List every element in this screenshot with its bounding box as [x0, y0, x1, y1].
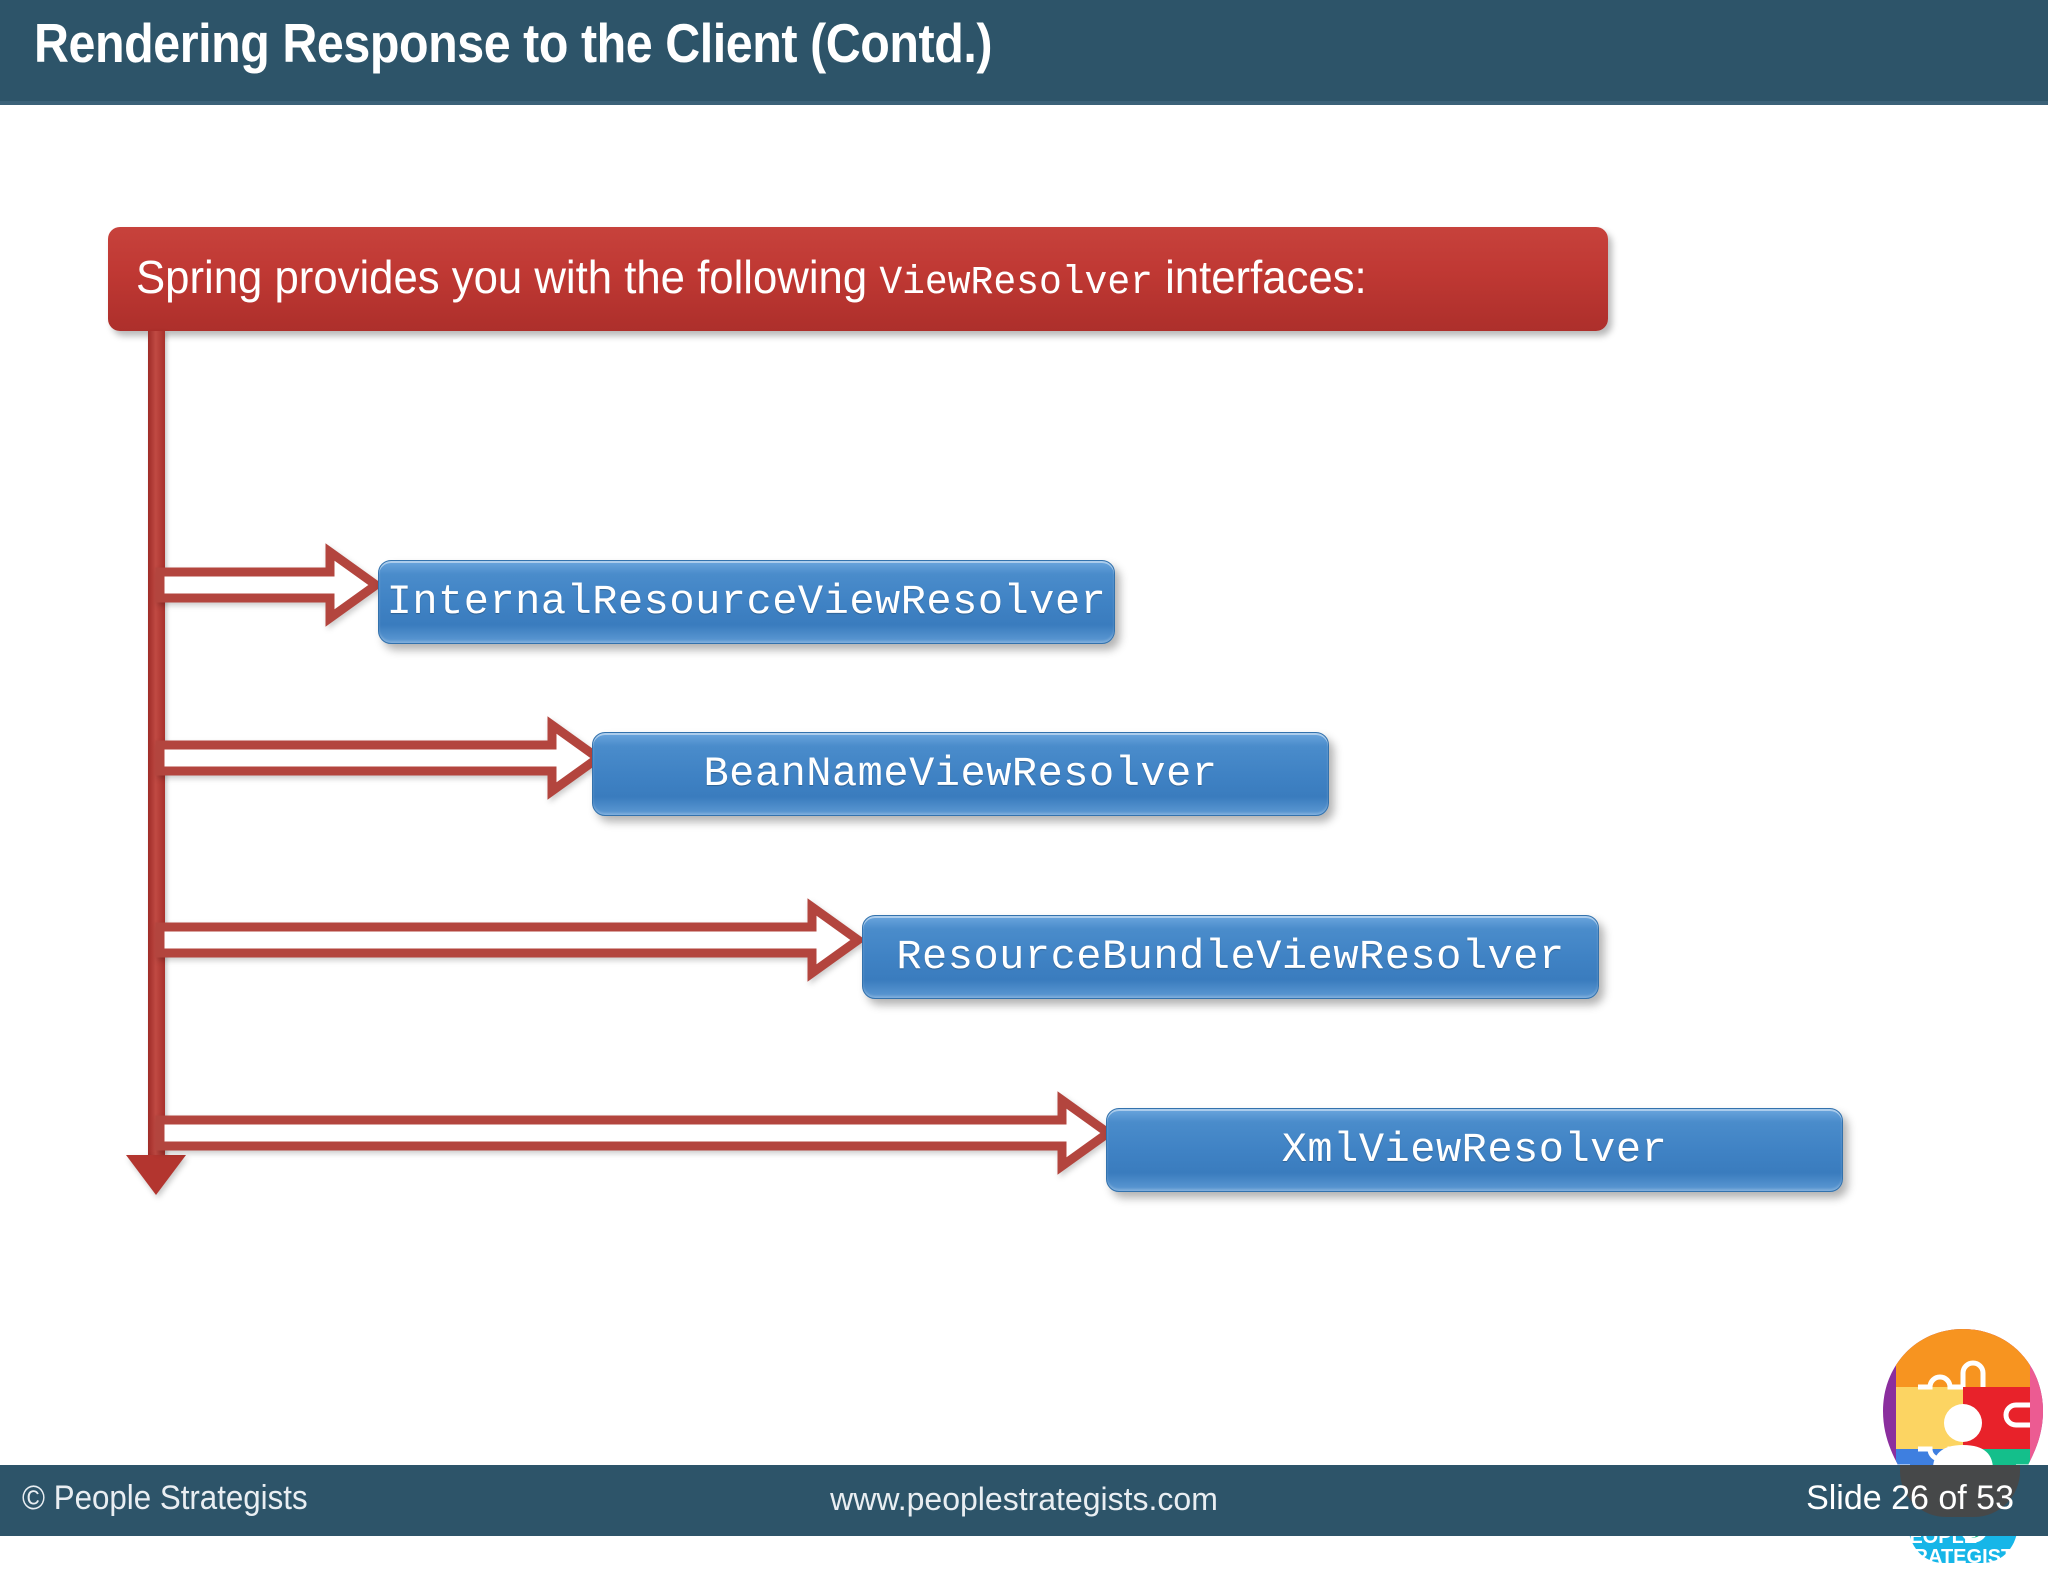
- footer-copyright: © People Strategists: [22, 1479, 308, 1517]
- page-title: Rendering Response to the Client (Contd.…: [34, 12, 993, 74]
- resolver-box-label: BeanNameViewResolver: [703, 750, 1218, 798]
- connector-arrow-1: [155, 543, 384, 627]
- resolver-box-bean-name[interactable]: BeanNameViewResolver: [592, 732, 1329, 816]
- resolver-box-resource-bundle[interactable]: ResourceBundleViewResolver: [862, 915, 1599, 999]
- connector-arrow-3: [155, 898, 866, 982]
- resolver-box-label: InternalResourceViewResolver: [386, 578, 1107, 626]
- resolver-box-label: XmlViewResolver: [1281, 1126, 1668, 1174]
- footer-website: www.peoplestrategists.com: [830, 1481, 1218, 1517]
- slide-title-bar: Rendering Response to the Client (Contd.…: [0, 0, 2048, 105]
- connector-arrow-2: [155, 716, 606, 800]
- connector-arrow-4: [155, 1091, 1116, 1175]
- banner-text-after: interfaces:: [1152, 251, 1367, 303]
- slide-canvas: Spring provides you with the following V…: [0, 105, 2048, 1568]
- connector-down-arrowhead: [126, 1155, 186, 1195]
- logo-line-2: STRATEGISTS: [1888, 1546, 2027, 1568]
- title-underline: [0, 101, 2048, 105]
- banner-text-before: Spring provides you with the following: [136, 251, 880, 303]
- banner-callout: Spring provides you with the following V…: [108, 227, 1608, 331]
- footer-slide-number: Slide 26 of 53: [1806, 1479, 2014, 1517]
- resolver-box-internal-resource[interactable]: InternalResourceViewResolver: [378, 560, 1115, 644]
- resolver-box-label: ResourceBundleViewResolver: [896, 933, 1565, 981]
- resolver-box-xml[interactable]: XmlViewResolver: [1106, 1108, 1843, 1192]
- logo-screw-base: [1900, 1465, 2020, 1517]
- banner-mono-term: ViewResolver: [879, 261, 1153, 306]
- slide-footer: © People Strategists www.peoplestrategis…: [0, 1465, 2048, 1536]
- banner-text: Spring provides you with the following V…: [136, 254, 1367, 304]
